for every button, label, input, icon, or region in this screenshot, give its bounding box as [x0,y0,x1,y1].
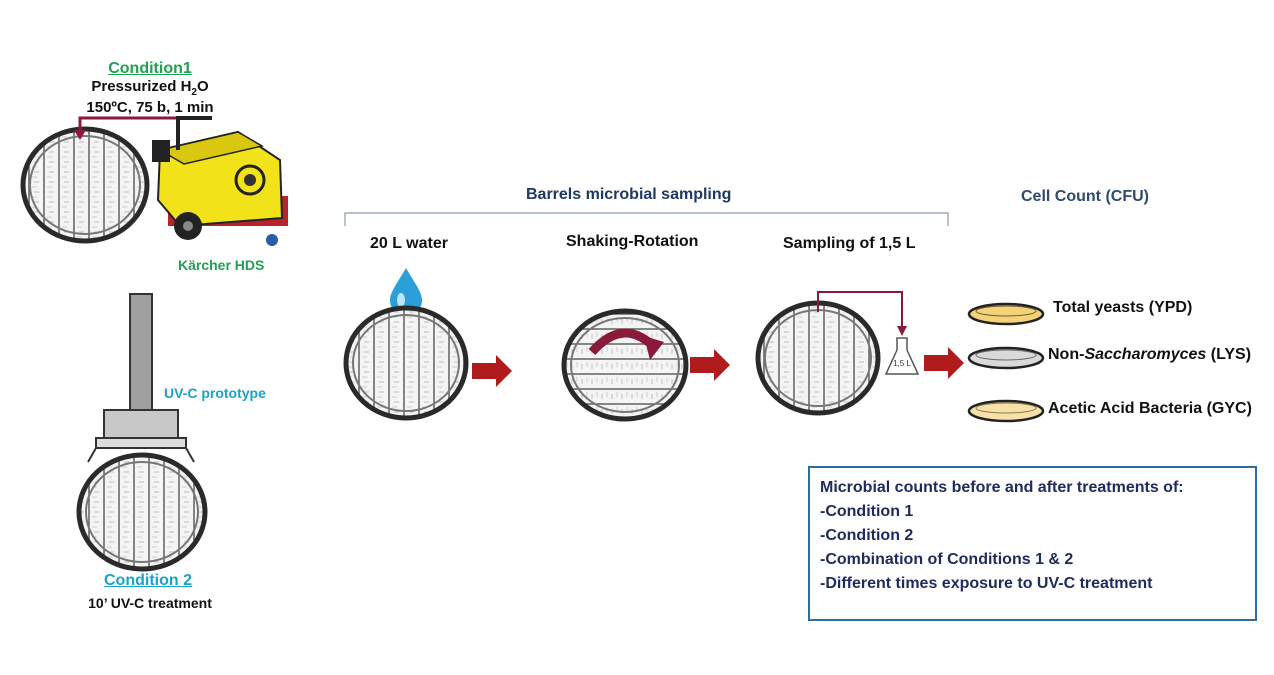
summary-box: Microbial counts before and after treatm… [808,466,1257,621]
plate-label-lys: Non-Saccharomyces (LYS) [1048,346,1251,364]
barrel-icon [755,300,881,416]
condition1-title: Condition1 [108,60,192,77]
plate-label-ypd: Total yeasts (YPD) [1053,299,1192,317]
sampling-tube-icon [817,291,907,336]
cell-count-title: Cell Count (CFU) [1021,188,1149,205]
karcher-label: Kärcher HDS [178,257,265,273]
barrel-icon [561,308,689,422]
plate-label-lys-italic: Saccharomyces [1084,346,1207,363]
arrow-right-icon [924,347,964,379]
petri-dish-icon [967,399,1045,423]
pressure-pipe-icon [74,116,185,140]
condition2-subtitle: 10’ UV-C treatment [88,595,212,611]
condition1-medium: Pressurized H2O [70,78,230,98]
petri-dish-icon [967,346,1045,370]
step-sampling-label: Sampling of 1,5 L [783,235,916,252]
step-shaking-label: Shaking-Rotation [566,233,699,250]
plate-label-lys-pre: Non- [1048,346,1085,363]
plate-label-gyc: Acetic Acid Bacteria (GYC) [1048,400,1252,418]
plate-label-lys-post: (LYS) [1206,346,1252,363]
sampling-bracket [344,212,949,226]
uv-lamp-icon [87,293,195,463]
rotation-arrow-icon [588,328,664,360]
flask-label: 1,5 L [893,359,911,368]
water-drop-icon [390,268,422,316]
plate-label-gyc-text: Acetic Acid Bacteria (GYC) [1048,400,1252,417]
arrow-right-icon [690,349,730,381]
arrow-right-icon [472,355,512,387]
sampling-title: Barrels microbial sampling [526,186,732,203]
uv-prototype-label: UV-C prototype [164,385,266,401]
petri-dish-icon [967,302,1045,326]
summary-item: -Condition 1 [820,503,914,520]
summary-item: -Different times exposure to UV-C treatm… [820,575,1153,592]
barrel-icon [20,126,150,244]
condition1-parameters: 150ºC, 75 b, 1 min [86,99,214,116]
pressure-washer-icon [152,116,288,246]
summary-item: -Combination of Conditions 1 & 2 [820,551,1074,568]
summary-heading: Microbial counts before and after treatm… [820,479,1184,496]
plate-label-ypd-text: Total yeasts (YPD) [1053,299,1193,316]
barrel-icon [76,452,208,572]
step-water-label: 20 L water [370,235,448,252]
condition1-medium-suffix: O [196,78,209,95]
condition2-title: Condition 2 [104,572,192,589]
summary-item: -Condition 2 [820,527,914,544]
condition1-medium-sub: 2 [191,87,197,98]
barrel-icon [343,305,469,421]
flask-icon: 1,5 L [884,337,920,375]
condition1-medium-prefix: Pressurized H [91,78,192,95]
